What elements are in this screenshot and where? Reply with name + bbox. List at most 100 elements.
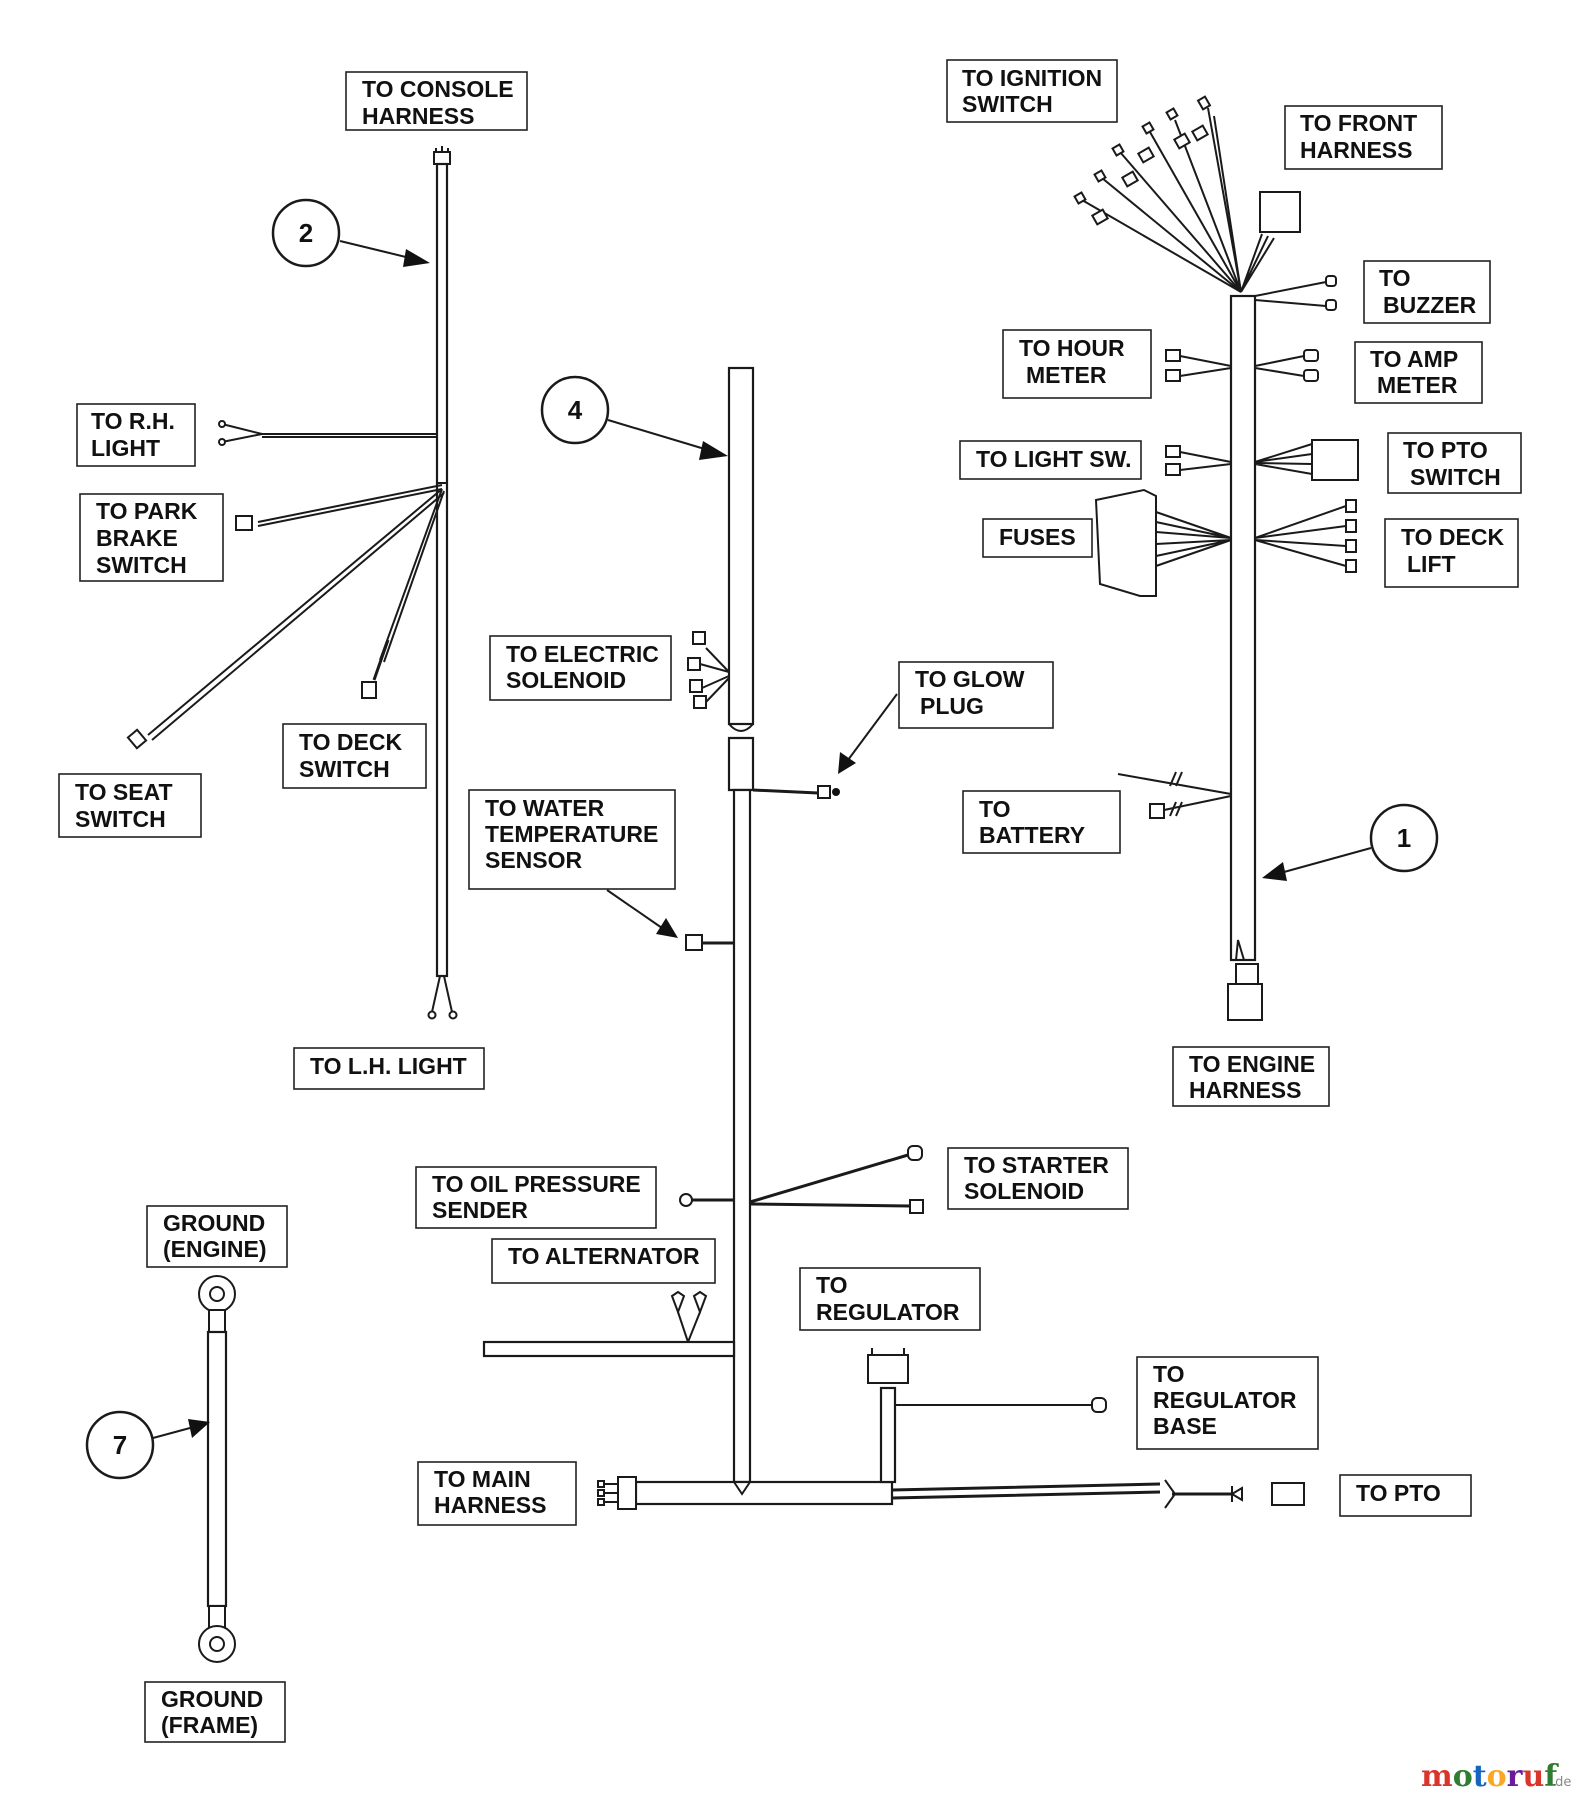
callout-7 bbox=[85, 1410, 155, 1480]
label-text: TO OIL PRESSURE bbox=[432, 1171, 641, 1197]
label-alternator: TO ALTERNATOR bbox=[491, 1238, 716, 1284]
label-water-temp: TO WATER TEMPERATURE SENSOR bbox=[468, 789, 676, 890]
label-text: TO GLOW bbox=[915, 666, 1025, 692]
label-light-sw: TO LIGHT SW. bbox=[959, 440, 1142, 480]
label-text: (ENGINE) bbox=[163, 1236, 267, 1262]
label-text: LIFT bbox=[1407, 551, 1456, 577]
label-park-brake: TO PARK BRAKE SWITCH bbox=[79, 493, 224, 582]
label-text: SENSOR bbox=[485, 847, 583, 873]
label-text: SENDER bbox=[432, 1197, 528, 1223]
label-text: TO bbox=[1153, 1361, 1185, 1387]
label-rh-light: TO R.H. LIGHT bbox=[76, 403, 196, 467]
label-text: TO DECK bbox=[299, 729, 402, 755]
label-lh-light: TO L.H. LIGHT bbox=[293, 1047, 485, 1090]
callout-4 bbox=[540, 375, 610, 445]
label-text: TO FRONT bbox=[1300, 110, 1417, 136]
label-text: TO DECK bbox=[1401, 524, 1504, 550]
harness-4-lower-trunk bbox=[732, 788, 752, 1484]
label-text: (FRAME) bbox=[161, 1712, 258, 1738]
console-connector bbox=[433, 151, 451, 165]
label-text: TO PARK bbox=[96, 498, 198, 524]
label-text: HARNESS bbox=[1189, 1077, 1301, 1103]
label-text: GROUND bbox=[161, 1686, 263, 1712]
label-text: TO bbox=[979, 796, 1011, 822]
label-hour-meter: TO HOUR METER bbox=[1002, 329, 1152, 399]
label-glow-plug: TO GLOW PLUG bbox=[898, 661, 1054, 729]
harness-4: 4 bbox=[482, 366, 1305, 1510]
harness-1-trunk bbox=[1229, 294, 1257, 962]
harness-4-upper-trunk bbox=[727, 366, 755, 726]
callout-2 bbox=[271, 198, 341, 268]
label-text: TO ELECTRIC bbox=[506, 641, 659, 667]
label-text: TO LIGHT SW. bbox=[976, 446, 1131, 472]
label-text: BUZZER bbox=[1383, 292, 1477, 318]
label-engine-harness: TO ENGINE HARNESS bbox=[1172, 1046, 1330, 1107]
label-pto-switch: TO PTO SWITCH bbox=[1387, 432, 1522, 494]
label-battery: TO BATTERY bbox=[962, 790, 1121, 854]
label-text: SWITCH bbox=[962, 91, 1053, 117]
label-oil-pressure: TO OIL PRESSURE SENDER bbox=[415, 1166, 657, 1229]
label-deck-switch: TO DECK SWITCH bbox=[282, 723, 427, 789]
label-ignition-switch: TO IGNITION SWITCH bbox=[946, 59, 1118, 123]
label-text: TO MAIN bbox=[434, 1466, 531, 1492]
callout-1 bbox=[1369, 803, 1439, 873]
label-text: HARNESS bbox=[434, 1492, 546, 1518]
label-console: TO CONSOLE HARNESS bbox=[345, 71, 528, 131]
watermark: motoruf .de bbox=[1421, 1759, 1571, 1794]
label-starter-solenoid: TO STARTER SOLENOID bbox=[947, 1147, 1129, 1210]
label-text: SWITCH bbox=[299, 756, 390, 782]
harness-2: 2 bbox=[126, 146, 458, 1020]
label-text: SOLENOID bbox=[964, 1178, 1084, 1204]
label-text: TO AMP bbox=[1370, 346, 1458, 372]
ground-strap-7: 7 bbox=[85, 1275, 236, 1663]
label-text: TO HOUR bbox=[1019, 335, 1125, 361]
callout-4-number: 4 bbox=[568, 395, 583, 425]
label-text: FUSES bbox=[999, 524, 1076, 550]
watermark-suffix: .de bbox=[1551, 1775, 1571, 1790]
callout-4-arrow bbox=[699, 441, 728, 460]
label-text: TO R.H. bbox=[91, 408, 175, 434]
label-text: TO STARTER bbox=[964, 1152, 1109, 1178]
label-text: SWITCH bbox=[96, 552, 187, 578]
watermark-brand: motoruf bbox=[1421, 1759, 1559, 1794]
label-buzzer: TO BUZZER bbox=[1363, 260, 1491, 324]
label-text: SWITCH bbox=[75, 806, 166, 832]
callout-2-arrow bbox=[403, 249, 430, 267]
label-text: METER bbox=[1377, 372, 1458, 398]
callout-1-arrow bbox=[1262, 862, 1287, 881]
label-front-harness: TO FRONT HARNESS bbox=[1284, 105, 1443, 170]
label-text: TO bbox=[816, 1272, 848, 1298]
label-text: REGULATOR bbox=[1153, 1387, 1297, 1413]
label-text: PLUG bbox=[920, 693, 984, 719]
label-text: TO CONSOLE bbox=[362, 76, 514, 102]
label-text: TO WATER bbox=[485, 795, 605, 821]
label-text: SOLENOID bbox=[506, 667, 626, 693]
label-seat-switch: TO SEAT SWITCH bbox=[58, 773, 202, 838]
label-text: TO bbox=[1379, 265, 1411, 291]
label-text: HARNESS bbox=[1300, 137, 1412, 163]
label-text: TO PTO bbox=[1403, 437, 1488, 463]
ground-strap-body bbox=[206, 1330, 228, 1608]
fuse-block bbox=[1094, 488, 1157, 597]
label-text: TO IGNITION bbox=[962, 65, 1102, 91]
label-text: TO ALTERNATOR bbox=[508, 1243, 700, 1269]
label-text: SWITCH bbox=[1410, 464, 1501, 490]
callout-2-number: 2 bbox=[299, 218, 313, 248]
label-text: GROUND bbox=[163, 1210, 265, 1236]
label-deck-lift: TO DECK LIFT bbox=[1384, 518, 1519, 588]
label-regulator-base: TO REGULATOR BASE bbox=[1136, 1356, 1319, 1450]
callout-7-arrow bbox=[188, 1419, 210, 1438]
harness-1: 1 bbox=[1073, 95, 1439, 1021]
label-amp-meter: TO AMP METER bbox=[1354, 341, 1483, 404]
label-text: BASE bbox=[1153, 1413, 1217, 1439]
label-main-harness: TO MAIN HARNESS bbox=[417, 1461, 577, 1526]
label-text: TO L.H. LIGHT bbox=[310, 1053, 467, 1079]
main-harness-bottom bbox=[634, 1480, 894, 1506]
label-text: TEMPERATURE bbox=[485, 821, 658, 847]
alternator-branch bbox=[482, 1340, 736, 1358]
label-ground-frame: GROUND (FRAME) bbox=[144, 1681, 286, 1743]
label-text: TO ENGINE bbox=[1189, 1051, 1315, 1077]
callout-1-number: 1 bbox=[1397, 823, 1411, 853]
label-text: TO PTO bbox=[1356, 1480, 1441, 1506]
